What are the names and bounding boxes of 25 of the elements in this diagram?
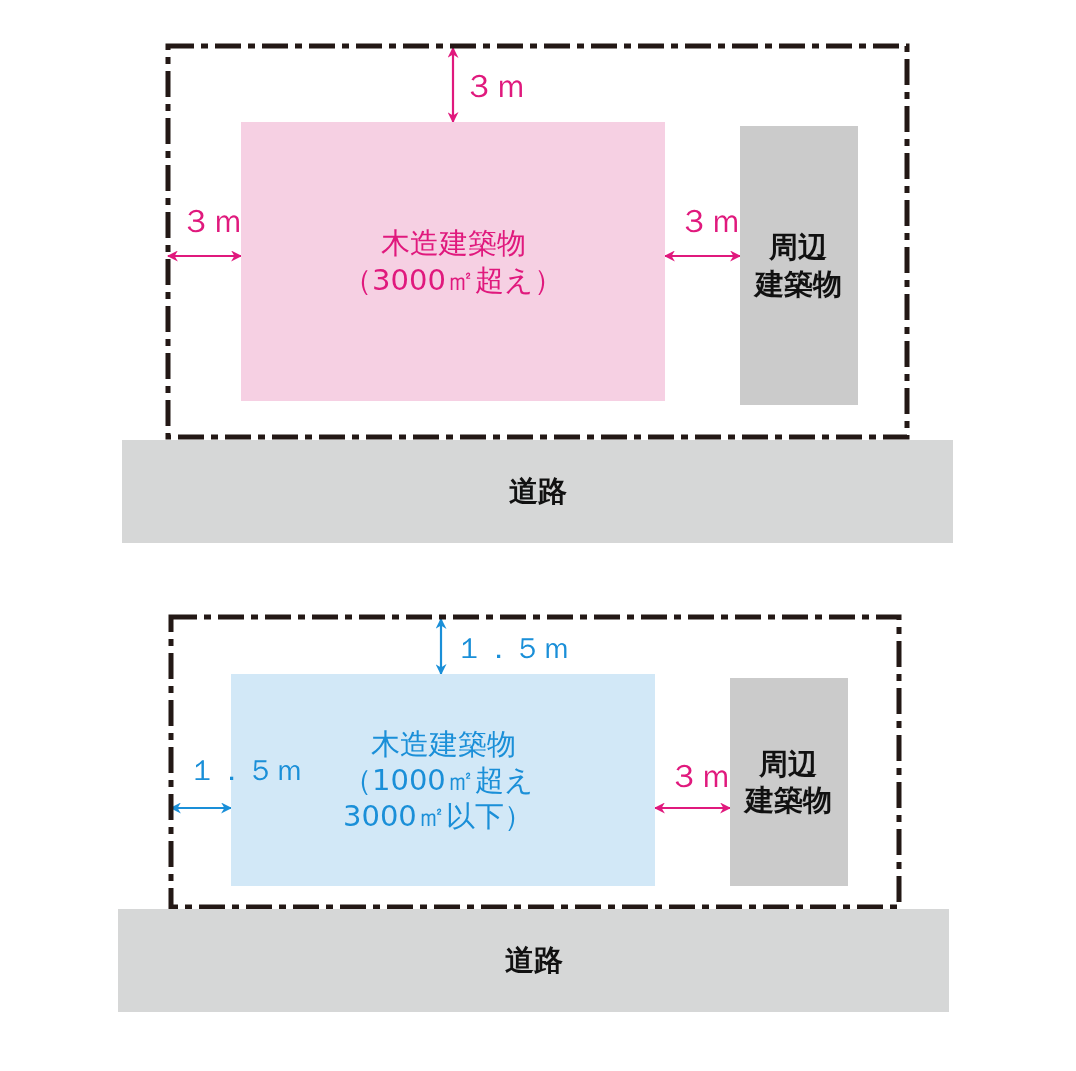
edge-label: １．５ｍ bbox=[455, 634, 571, 663]
edge-label: ３ｍ bbox=[668, 760, 732, 792]
building-label: 木造建築物 bbox=[370, 725, 516, 762]
road bbox=[122, 440, 953, 543]
building-label: 周辺建築物 bbox=[744, 745, 833, 819]
edge-label: １．５ｍ bbox=[188, 756, 304, 785]
edge-label: ３ｍ bbox=[678, 205, 742, 237]
double-arrow bbox=[166, 250, 243, 262]
road bbox=[118, 909, 949, 1012]
building-label: 周辺建築物 bbox=[754, 229, 843, 302]
site-boundary bbox=[165, 43, 910, 440]
double-arrow bbox=[447, 46, 459, 124]
wooden-building bbox=[231, 674, 655, 886]
building-label: 木造建築物 bbox=[380, 225, 526, 262]
road-label: 道路 bbox=[508, 473, 567, 510]
neighboring-building bbox=[740, 126, 858, 405]
wooden-building bbox=[241, 122, 665, 401]
road-label: 道路 bbox=[504, 942, 563, 979]
edge-label: ３ｍ bbox=[180, 205, 244, 237]
building-label: （1000㎡超え3000㎡以下） bbox=[343, 761, 535, 835]
edge-label: ３ｍ bbox=[463, 70, 527, 102]
building-label: （3000㎡超え） bbox=[343, 261, 563, 298]
neighboring-building bbox=[730, 678, 848, 886]
double-arrow bbox=[435, 617, 447, 676]
site-boundary bbox=[168, 614, 902, 910]
